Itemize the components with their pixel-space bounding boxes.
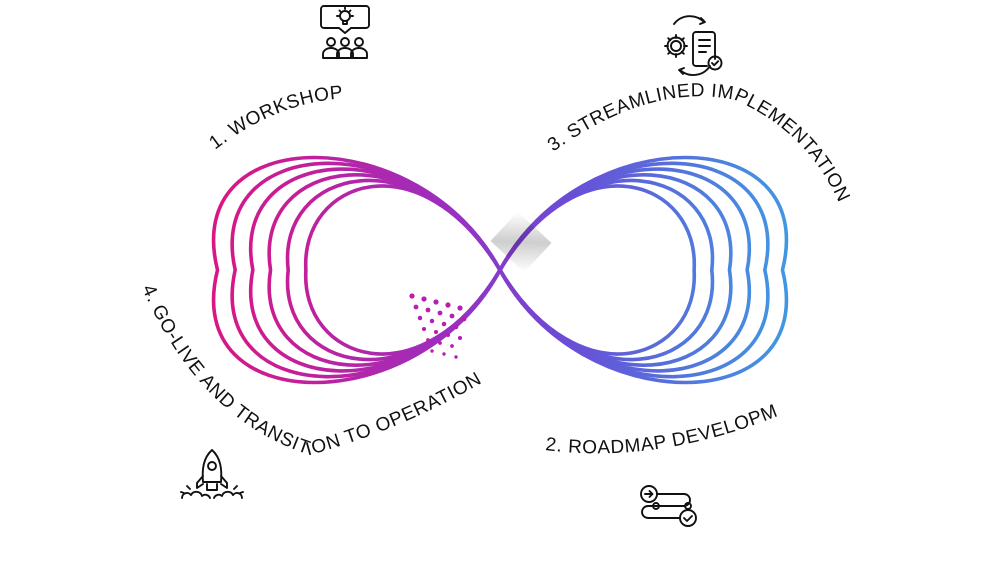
decor-dot <box>429 318 435 324</box>
rocket-launch-icon <box>180 449 244 499</box>
decor-dot <box>449 313 455 319</box>
step-4-label-path: 4. GO-LIVE AND TRANSITION TO OPERATIONS <box>0 0 485 460</box>
dotted-fade-decoration <box>409 293 467 359</box>
step-1-label-group: 1. WORKSHOP <box>206 82 345 154</box>
decor-dot <box>457 335 463 341</box>
infinity-line-6 <box>304 184 696 356</box>
decor-dot <box>453 324 459 330</box>
step-1-label-path: 1. WORKSHOP <box>206 82 344 154</box>
decor-dot <box>433 299 439 305</box>
step-2-label: 2. ROADMAP DEVELOPMENT <box>0 0 780 458</box>
decor-dot <box>438 341 442 345</box>
decor-dot <box>441 321 447 327</box>
crossing-shadow <box>490 211 552 273</box>
gear-checklist-cycle-icon <box>664 15 723 76</box>
decor-dot <box>421 296 427 302</box>
decor-dot <box>445 302 451 308</box>
decor-dot <box>417 315 423 321</box>
decor-dot <box>426 338 430 342</box>
decor-dot <box>445 332 451 338</box>
decor-dot <box>457 305 463 311</box>
decor-dot <box>421 326 427 332</box>
decor-dot <box>454 355 458 359</box>
roadmap-flow-icon <box>640 485 697 527</box>
decor-dot <box>461 316 467 322</box>
decor-dot <box>433 329 439 335</box>
decor-dot <box>409 293 415 299</box>
decor-dot <box>413 304 419 310</box>
decor-dot <box>450 344 454 348</box>
step-3-label-group: 3. STREAMLINED IMPLEMENTATION <box>544 80 853 205</box>
step-2-label-path: 2. ROADMAP DEVELOPMENT <box>0 0 780 458</box>
step-1-label: 1. WORKSHOP <box>206 82 345 154</box>
infinity-loop-lines <box>211 155 789 385</box>
step-4-label-group: 4. GO-LIVE AND TRANSITION TO OPERATIONS <box>0 0 485 460</box>
workshop-lightbulb-team-icon <box>320 5 370 59</box>
decor-dot <box>425 307 431 313</box>
decor-dot <box>442 352 446 356</box>
decor-dot <box>430 349 434 353</box>
decor-dot <box>437 310 443 316</box>
step-2-label-group: 2. ROADMAP DEVELOPMENT <box>0 0 780 458</box>
step-4-label: 4. GO-LIVE AND TRANSITION TO OPERATIONS <box>0 0 485 460</box>
